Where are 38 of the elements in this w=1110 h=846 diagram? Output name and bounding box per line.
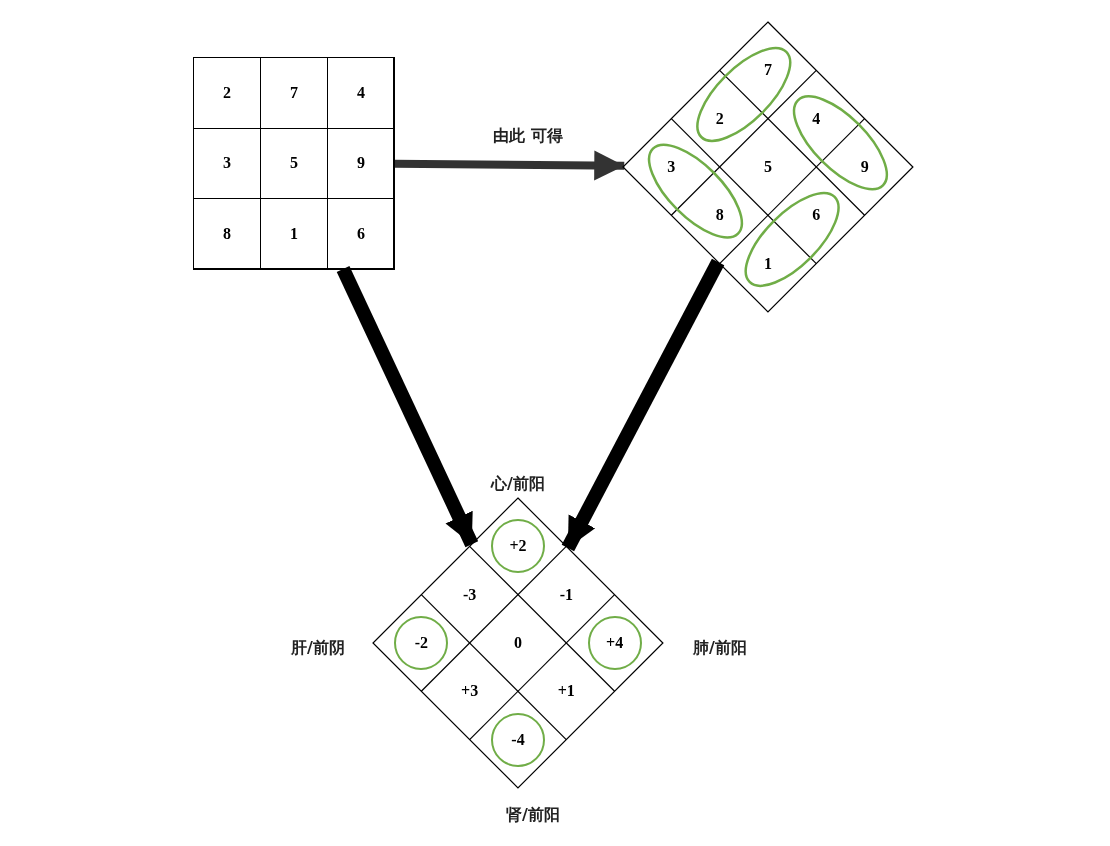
cell-number: 0	[501, 626, 535, 660]
cell-number: 9	[847, 150, 882, 184]
diamond-grid	[373, 498, 663, 788]
cell-number: 3	[223, 154, 231, 173]
cell-number: 6	[799, 198, 834, 233]
cell-number: 8	[223, 225, 231, 244]
cell-number: 4	[357, 83, 365, 102]
cell-number: 5	[751, 150, 785, 184]
circled-number: +4	[587, 616, 642, 670]
cell-number: +3	[452, 674, 487, 709]
cell-number: 7	[751, 53, 785, 88]
number-grid	[193, 57, 394, 269]
cell-number: 1	[290, 225, 298, 244]
grid-cell	[327, 198, 395, 270]
cell-number: 6	[357, 225, 365, 244]
diamond-grid	[623, 22, 913, 312]
cell-number: 2	[702, 101, 737, 136]
cell-number: 7	[290, 83, 298, 102]
side-label: 心/前阳	[491, 473, 545, 495]
cell-number: 8	[702, 198, 737, 233]
cell-number: -1	[549, 577, 584, 612]
cell-number: 3	[654, 150, 689, 184]
side-label: 肝/前阴	[291, 637, 345, 659]
circled-number: -2	[394, 616, 449, 670]
arrow	[336, 266, 479, 548]
cell-number: 5	[290, 154, 298, 173]
cell-number: 1	[751, 246, 785, 281]
arrow	[561, 258, 725, 552]
cell-number: +1	[549, 674, 584, 709]
cell-number: 9	[357, 154, 365, 173]
circled-number: +2	[491, 519, 545, 574]
cell-number: 2	[223, 83, 231, 102]
circled-number: -4	[491, 712, 545, 767]
cell-number: -3	[452, 577, 487, 612]
side-label: 肺/前阳	[693, 637, 747, 659]
cell-number: 4	[799, 101, 834, 136]
side-label: 肾/前阳	[506, 804, 560, 826]
edge-label: 由此 可得	[493, 125, 563, 147]
